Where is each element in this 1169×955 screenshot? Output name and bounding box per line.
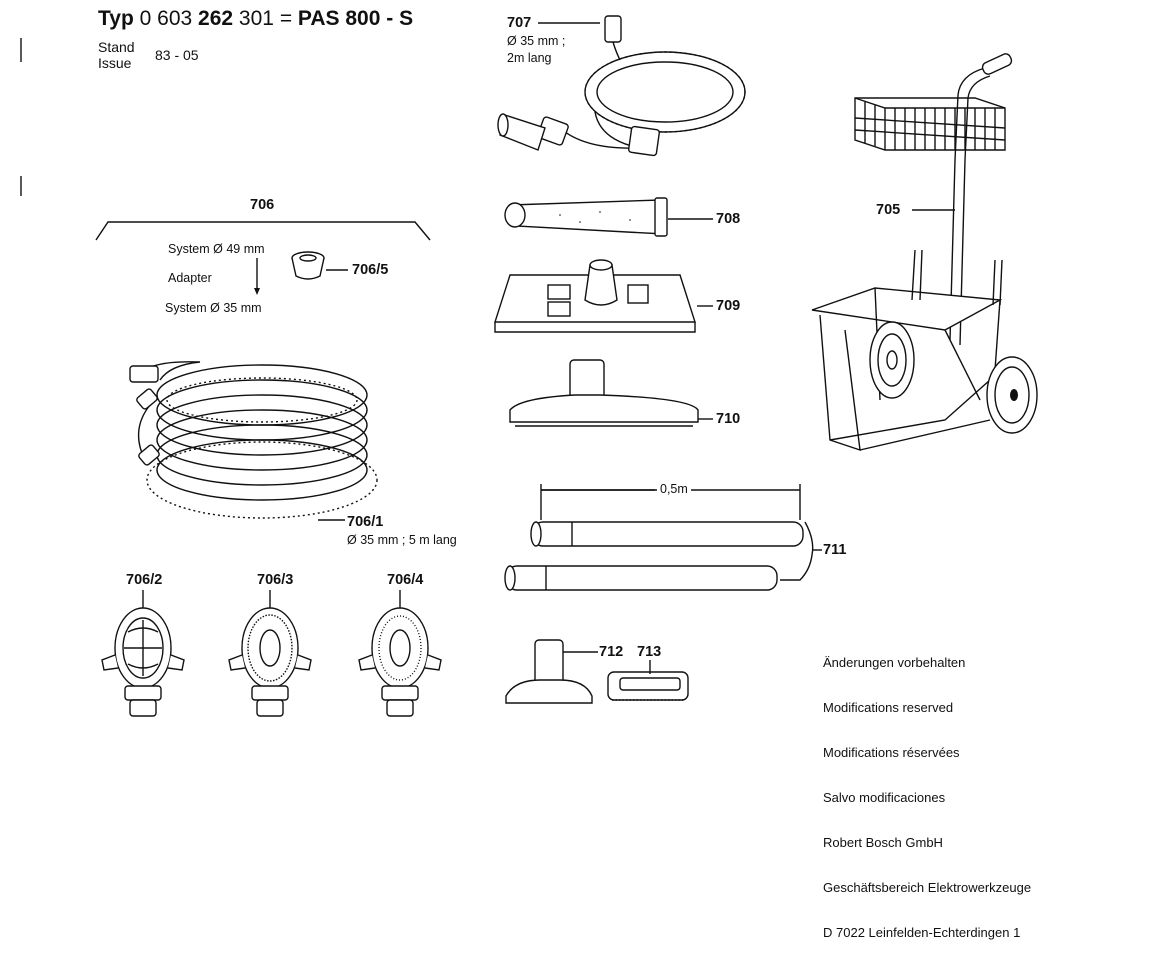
issue-label: Issue bbox=[98, 55, 132, 71]
part-708-label: 708 bbox=[716, 211, 741, 227]
brush-706-3 bbox=[228, 607, 312, 717]
issue-value: 83 - 05 bbox=[155, 47, 199, 63]
part-706-2-label: 706/2 bbox=[126, 572, 163, 588]
part-711-label: 711 bbox=[823, 542, 847, 558]
note-line-de: Änderungen vorbehalten bbox=[823, 655, 966, 670]
extension-tubes-711 bbox=[504, 484, 814, 591]
parts-drawing bbox=[20, 15, 1038, 717]
part-706-1-spec: Ø 35 mm ; 5 m lang bbox=[347, 533, 457, 547]
brush-attachment-713 bbox=[607, 671, 689, 701]
company-name: Robert Bosch GmbH bbox=[823, 835, 943, 850]
part-706-5-label: 706/5 bbox=[352, 262, 389, 278]
title-equals: = bbox=[279, 7, 293, 30]
note-line-fr: Modifications réservées bbox=[823, 745, 960, 760]
title-part-plain: 0 603 bbox=[139, 7, 193, 30]
title-part-rest: 301 bbox=[238, 7, 274, 30]
title-typ: Typ bbox=[98, 7, 134, 30]
adapter-system-49: System Ø 49 mm bbox=[168, 242, 265, 256]
part-705-label: 705 bbox=[876, 202, 901, 218]
title-model: PAS 800 - S bbox=[297, 7, 414, 30]
adapter-system-35: System Ø 35 mm bbox=[165, 301, 262, 315]
document-title: Typ 0 603 262 301 = PAS 800 - S bbox=[98, 8, 413, 29]
company-address: D 7022 Leinfelden-Echterdingen 1 bbox=[823, 925, 1021, 940]
part-713-label: 713 bbox=[637, 644, 662, 660]
part-706-4-label: 706/4 bbox=[387, 572, 424, 588]
nozzle-706-4 bbox=[358, 607, 442, 717]
part-710-label: 710 bbox=[716, 411, 741, 427]
hose-707 bbox=[497, 15, 746, 157]
changes-note: Änderungen vorbehalten Modifications res… bbox=[823, 625, 1031, 955]
crevice-tool-708 bbox=[504, 197, 668, 237]
part-707-spec-2: 2m lang bbox=[507, 51, 552, 65]
group-706-bracket bbox=[95, 221, 431, 241]
part-711-dimension: 0,5m bbox=[657, 483, 691, 496]
stand-label: Stand bbox=[98, 39, 135, 55]
trolley-705 bbox=[811, 53, 1038, 452]
part-707-spec-1: Ø 35 mm ; bbox=[507, 34, 566, 48]
part-706-1-label: 706/1 bbox=[347, 514, 384, 530]
group-706-label: 706 bbox=[250, 197, 275, 213]
floor-nozzle-709 bbox=[494, 259, 696, 333]
adapter-706-5 bbox=[291, 251, 325, 280]
hose-706-1 bbox=[129, 361, 378, 519]
title-part-bold: 262 bbox=[198, 7, 234, 30]
note-line-es: Salvo modificaciones bbox=[823, 790, 946, 805]
adapter-label: Adapter bbox=[168, 271, 212, 285]
part-706-3-label: 706/3 bbox=[257, 572, 294, 588]
nozzle-706-2 bbox=[101, 607, 185, 717]
part-712-label: 712 bbox=[599, 644, 624, 660]
company-division: Geschäftsbereich Elektrowerkzeuge bbox=[823, 880, 1032, 895]
part-707-label: 707 bbox=[507, 15, 532, 31]
upholstery-nozzle-710 bbox=[509, 359, 699, 427]
small-nozzle-712 bbox=[505, 639, 593, 704]
part-709-label: 709 bbox=[716, 298, 741, 314]
note-line-en: Modifications reserved bbox=[823, 700, 954, 715]
